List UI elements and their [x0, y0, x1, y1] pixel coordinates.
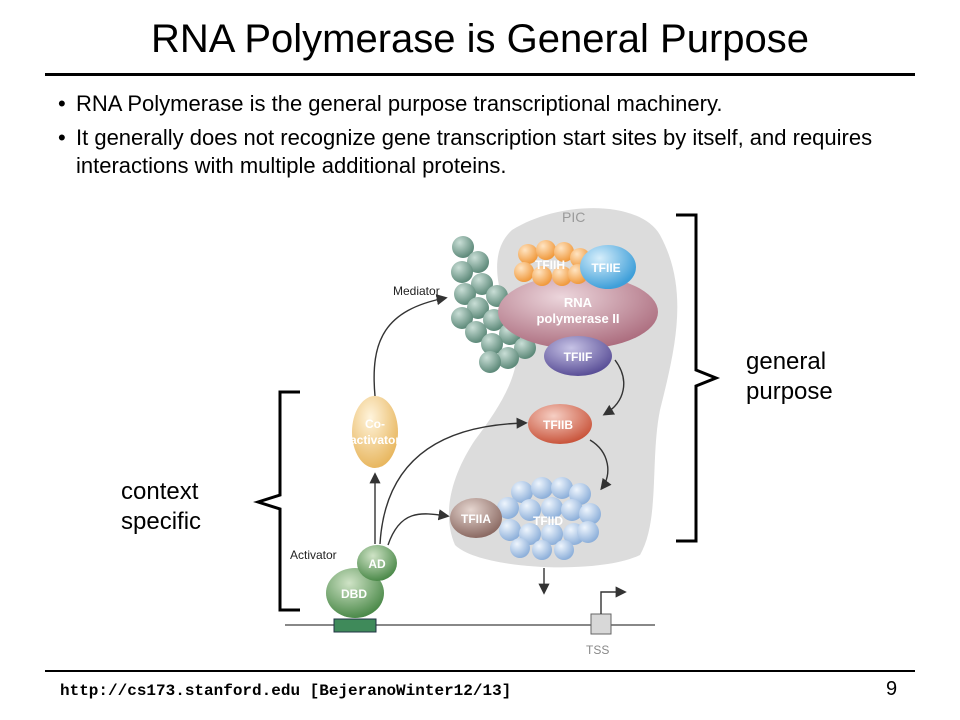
coactivator-label-line1: Co-	[365, 417, 385, 431]
bullet-item: It generally does not recognize gene tra…	[58, 124, 918, 180]
bullet-list: RNA Polymerase is the general purpose tr…	[58, 90, 918, 186]
ad-label: AD	[368, 557, 386, 571]
general-purpose-line2: purpose	[746, 378, 833, 405]
dbd-label: DBD	[341, 587, 367, 601]
rnap-label-line1: RNA	[564, 295, 593, 310]
general-purpose-label: general purpose	[746, 347, 833, 407]
context-specific-line2: specific	[121, 508, 202, 535]
tss-arrow	[600, 586, 627, 614]
title-underline	[45, 73, 915, 76]
rna-polymerase-ii	[498, 275, 658, 349]
coactivator-label-line2: activator	[350, 433, 400, 447]
dna-binding-site	[333, 618, 377, 633]
rnap-label-line2: polymerase II	[536, 311, 619, 326]
tfiib-label: TFIIB	[543, 418, 573, 432]
context-specific-line1: context	[121, 478, 199, 505]
tfiif-protein	[544, 336, 612, 376]
ad-domain	[357, 545, 397, 581]
tfiie-label: TFIIE	[591, 261, 620, 275]
dbd-domain	[326, 568, 384, 618]
tfiih-label: TFIIH	[535, 258, 565, 272]
pathway-arrows	[369, 294, 625, 595]
coactivator-protein	[352, 396, 398, 468]
tfiid-label: TFIID	[533, 514, 563, 528]
bullet-item: RNA Polymerase is the general purpose tr…	[58, 90, 918, 118]
slide-title: RNA Polymerase is General Purpose	[150, 17, 810, 61]
tfiia-protein	[450, 498, 502, 538]
tss-label: TSS	[586, 643, 609, 657]
tfiie-protein	[580, 245, 636, 289]
activator-label: Activator	[290, 548, 337, 562]
tfiid-complex	[497, 477, 601, 560]
tfiib-protein	[528, 404, 592, 444]
pic-label: PIC	[562, 209, 585, 225]
tss-box	[590, 613, 612, 635]
mediator-label: Mediator	[393, 284, 440, 298]
context-specific-label: context specific	[121, 477, 201, 537]
footer-url[interactable]: http://cs173.stanford.edu [BejeranoWinte…	[60, 682, 512, 700]
context-specific-brace	[253, 390, 300, 612]
tfiia-label: TFIIA	[461, 512, 491, 526]
footer-rule	[45, 670, 915, 672]
tfiif-label: TFIIF	[564, 350, 593, 364]
page-number: 9	[886, 678, 898, 700]
general-purpose-line1: general	[746, 348, 827, 375]
general-purpose-brace	[676, 213, 721, 543]
